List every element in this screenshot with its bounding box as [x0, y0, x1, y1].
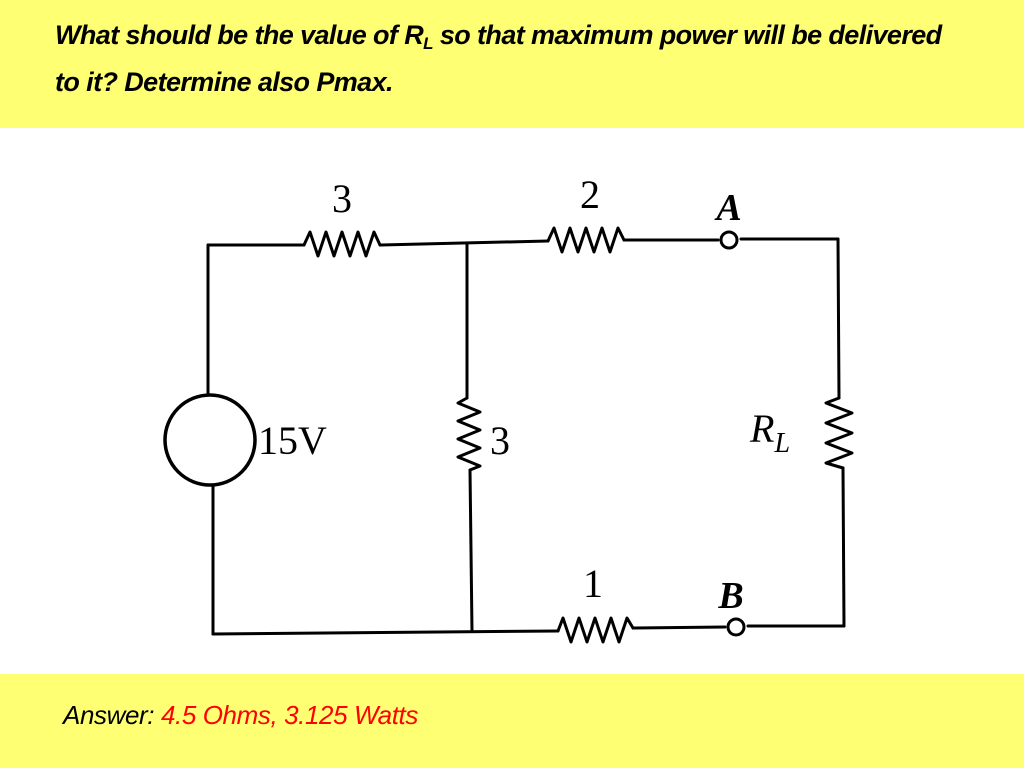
resistor-bottom-zigzag: [556, 616, 635, 644]
resistor-top-left-zigzag: [302, 230, 382, 258]
resistor-middle-label: 3: [490, 418, 510, 463]
terminal-a-node: [719, 230, 739, 250]
footer-band: [0, 674, 1024, 768]
load-label: RL: [749, 406, 790, 459]
resistor-top-left-label: 3: [332, 176, 352, 221]
resistor-top-right-zigzag: [546, 226, 626, 254]
load-resistor-zigzag: [824, 396, 854, 470]
wire-right-lower: [841, 466, 846, 628]
wire-top-mid: [378, 239, 550, 247]
wire-right-upper: [836, 237, 841, 400]
wire-bottom-right: [631, 625, 727, 630]
terminal-a-label: A: [714, 187, 741, 229]
question-text: What should be the value of RL so that m…: [55, 12, 955, 106]
wire-bottom-left: [211, 629, 560, 636]
answer-label: Answer:: [63, 700, 155, 730]
circuit-diagram: 15V 3 2 3 1 A B RL: [163, 172, 854, 644]
answer-value: 4.5 Ohms, 3.125 Watts: [160, 700, 418, 730]
load-label-main: R: [749, 406, 774, 451]
terminal-b-label: B: [717, 575, 743, 617]
load-label-subscript: L: [773, 428, 790, 459]
voltage-source-circle: [163, 393, 257, 487]
resistor-middle-zigzag: [456, 396, 482, 472]
question-text-start: What should be the value of R: [55, 20, 424, 50]
source-label: 15V: [258, 418, 327, 463]
question-subscript: L: [423, 34, 433, 53]
resistor-bottom-label: 1: [583, 561, 603, 606]
wire-middle-lower: [468, 468, 474, 633]
answer-line: Answer: 4.5 Ohms, 3.125 Watts: [63, 700, 418, 731]
resistor-top-right-label: 2: [580, 172, 600, 217]
terminal-b-node: [726, 617, 746, 637]
header-band: [0, 0, 1024, 128]
question-text-end: so that maximum power will be delivered …: [55, 20, 942, 97]
